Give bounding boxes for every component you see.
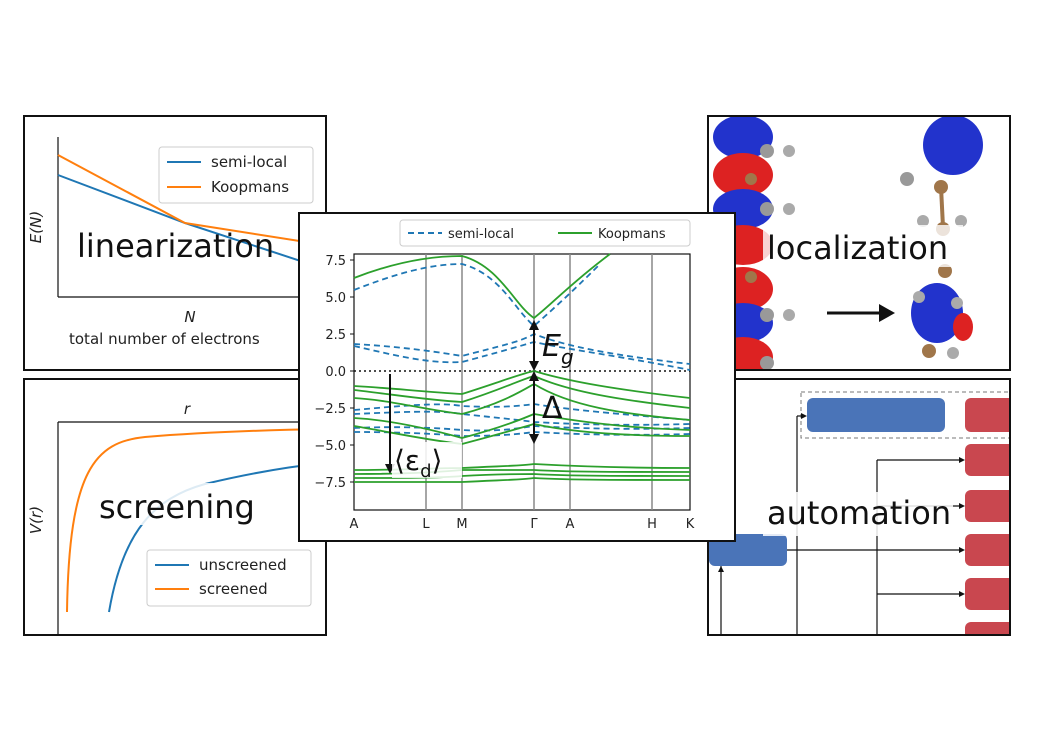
- localization-image: localization: [713, 117, 983, 369]
- annotation-arrows: [389, 326, 535, 468]
- y-tick-label: 5.0: [325, 291, 346, 306]
- y-axis-label: V(r): [27, 506, 45, 534]
- legend-screened: screened: [199, 580, 268, 598]
- x-tick-label: Γ: [530, 517, 538, 532]
- arrow-head: [879, 304, 895, 322]
- y-tick-label: 0.0: [325, 365, 346, 380]
- task-block-2: [965, 444, 1009, 476]
- linearization-panel: semi-local Koopmans linearization E(N) N…: [23, 115, 327, 371]
- localization-panel: localization: [707, 115, 1011, 371]
- legend-semi-local: semi-local: [211, 153, 287, 171]
- automation-panel: automation: [707, 378, 1011, 636]
- x-tick-label: K: [686, 517, 695, 532]
- workflow-block-top: [807, 398, 945, 432]
- koopmans-curve: [57, 154, 325, 246]
- legend-koopmans: Koopmans: [211, 178, 289, 196]
- delta-label: Δ: [542, 391, 563, 426]
- y-tick-label: −2.5: [314, 402, 346, 417]
- band-structure-panel: semi-local Koopmans: [298, 212, 736, 542]
- task-block-1: [965, 398, 1009, 432]
- y-tick-label: 2.5: [325, 328, 346, 343]
- legend-box: [399, 219, 691, 247]
- x-tick-label: L: [422, 517, 430, 532]
- x-tick-label: A: [566, 517, 575, 532]
- x-axis-symbol: N: [184, 308, 195, 326]
- legend-unscreened: unscreened: [199, 556, 287, 574]
- y-tick-label: −7.5: [314, 476, 346, 491]
- band-structure-plot: semi-local Koopmans: [314, 219, 695, 532]
- y-tick-label: 7.5: [325, 254, 346, 269]
- y-axis-label: E(N): [27, 211, 45, 243]
- workflow-block-main: [709, 534, 787, 566]
- task-block-4: [965, 534, 1009, 566]
- y-tick-label: −5.0: [314, 439, 346, 454]
- screened-curve: [66, 428, 325, 613]
- automation-label: automation: [767, 494, 951, 532]
- x-axis-label: total number of electrons: [69, 330, 260, 348]
- x-tick-label: M: [456, 517, 467, 532]
- x-tick-label: H: [647, 517, 657, 532]
- d-band-energy-label: ⟨εd⟩: [394, 444, 442, 482]
- legend-koopmans: Koopmans: [598, 227, 666, 242]
- automation-diagram: automation: [709, 391, 1009, 634]
- band-gap-label: Eg: [542, 329, 574, 369]
- screening-panel: r V(r) unscreened screened screening: [23, 378, 327, 636]
- task-block-5: [965, 578, 1009, 610]
- localization-label: localization: [767, 229, 948, 267]
- task-block-3: [965, 490, 1009, 522]
- linearization-plot: semi-local Koopmans linearization E(N) N…: [27, 137, 325, 348]
- semi-local-bands: [353, 263, 691, 437]
- linearization-label: linearization: [77, 227, 274, 265]
- x-tick-label: A: [350, 517, 359, 532]
- plot-frame: [353, 253, 691, 511]
- right-molecule-chain: [900, 117, 983, 359]
- screening-plot: r V(r) unscreened screened screening: [27, 400, 325, 634]
- x-axis-label-top: r: [184, 400, 191, 418]
- screening-label: screening: [99, 488, 255, 526]
- legend-semi-local: semi-local: [448, 227, 514, 242]
- task-block-6: [965, 622, 1009, 634]
